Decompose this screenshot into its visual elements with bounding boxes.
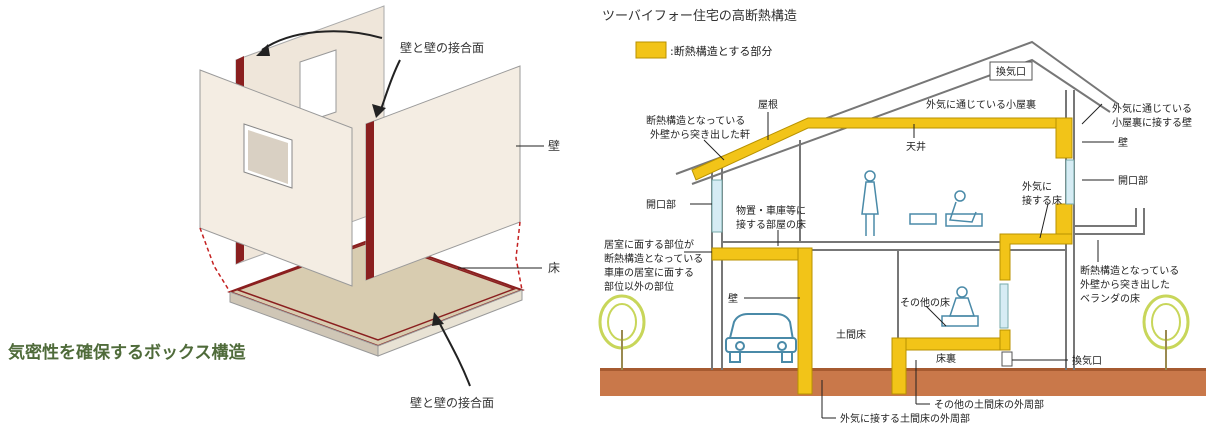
car-illustration <box>725 313 797 363</box>
guide-right <box>515 221 523 291</box>
label-living-1: 居室に面する部位が <box>604 238 694 251</box>
floor-edge-right <box>377 289 523 357</box>
window-left <box>711 179 723 233</box>
vent-bottom-box <box>1001 351 1013 367</box>
arrowhead-joint-bottom <box>432 312 444 326</box>
label-living-3: 車庫の居室に面する <box>604 266 694 279</box>
label-eave-1: 断熱構造となっている <box>646 114 745 127</box>
label-other-floor: その他の床 <box>900 296 950 309</box>
label-floor: 床 <box>548 261 560 275</box>
label-veranda-1: 断熱構造となっている <box>1080 264 1179 277</box>
box-structure-illustration <box>199 5 544 387</box>
right-wall-panel <box>365 65 521 281</box>
label-outdoor-earth-perimeter: 外気に接する土間床の外周部 <box>840 412 970 425</box>
label-eave-2: 外壁から突き出した軒 <box>650 128 750 141</box>
tree-left <box>598 294 646 370</box>
label-outdoor-floor-2: 接する床 <box>1022 194 1062 207</box>
right-wall-joint <box>366 121 374 280</box>
back-wall-window <box>299 49 337 125</box>
window-right <box>1065 159 1075 205</box>
label-joint-top: 壁と壁の接合面 <box>400 40 484 55</box>
label-storage-2: 接する部屋の床 <box>736 218 806 231</box>
window-lower <box>999 283 1009 329</box>
left-caption: 気密性を確保するボックス構造 <box>7 342 246 363</box>
insulation-parts <box>691 117 1073 395</box>
label-opening-right: 開口部 <box>1118 174 1148 187</box>
label-vent-top: 換気口 <box>996 65 1026 78</box>
label-veranda-2: 外壁から突き出した <box>1080 278 1170 291</box>
leader-lines <box>684 103 1114 419</box>
tree-right <box>1142 294 1190 370</box>
label-outdoor-floor-1: 外気に <box>1022 180 1052 193</box>
label-storage-1: 物置・車庫等に <box>736 204 806 217</box>
vent-top-box <box>989 61 1033 81</box>
arrowhead-joint-top-2 <box>372 104 386 118</box>
label-underfloor: 床裏 <box>936 352 956 365</box>
arrow-joint-top-1 <box>261 30 383 51</box>
label-opening-left: 開口部 <box>646 198 676 211</box>
left-window-inner <box>248 130 288 184</box>
arrowhead-joint-top-1 <box>256 44 270 56</box>
label-attic-wall-2: 小屋裏に接する壁 <box>1112 116 1192 129</box>
label-vent-bottom: 換気口 <box>1072 354 1102 367</box>
legend-text: :断熱構造とする部分 <box>670 44 772 58</box>
label-veranda-3: ベランダの床 <box>1080 292 1140 305</box>
label-ceiling: 天井 <box>906 140 926 153</box>
label-roof: 屋根 <box>758 98 778 111</box>
right-title: ツーバイフォー住宅の高断熱構造 <box>602 8 797 24</box>
label-attic: 外気に通じている小屋裏 <box>926 98 1036 111</box>
label-wall: 壁 <box>548 138 560 153</box>
arrow-joint-bottom <box>437 319 471 387</box>
label-wall-right: 壁 <box>1118 136 1128 149</box>
label-living-2: 断熱構造となっている <box>604 252 703 265</box>
label-other-earth-perimeter: その他の土間床の外周部 <box>934 398 1044 411</box>
people-illustrations <box>861 170 983 327</box>
legend-swatch <box>635 41 667 59</box>
label-wall-left: 壁 <box>728 292 738 305</box>
label-living-4: 部位以外の部位 <box>604 280 674 293</box>
label-earth-floor: 土間床 <box>836 328 866 341</box>
label-attic-wall-1: 外気に通じている <box>1112 102 1192 115</box>
label-joint-bottom: 壁と壁の接合面 <box>410 395 494 410</box>
